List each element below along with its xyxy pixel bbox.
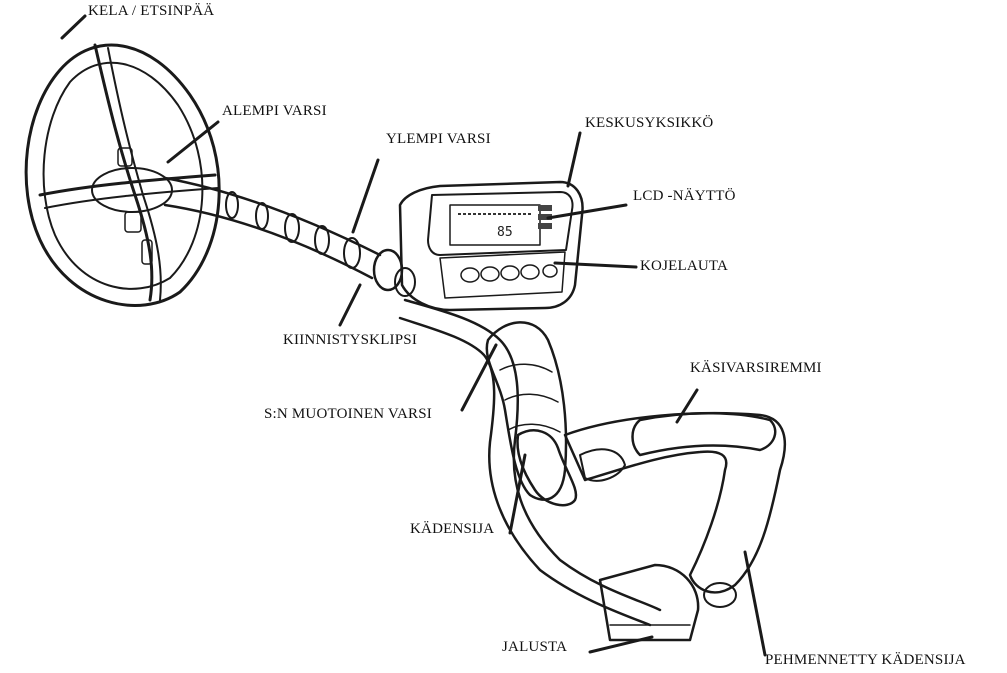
label-kasivarsiremmi: KÄSIVARSIREMMI (690, 360, 822, 377)
label-pehmennetty: PEHMENNETTY KÄDENSIJA (765, 652, 966, 669)
label-muotoinen-varsi: S:N MUOTOINEN VARSI (264, 406, 432, 423)
search-coil (26, 45, 219, 305)
label-ylempi-varsi: YLEMPI VARSI (386, 131, 491, 148)
lcd-readout: 85 (497, 225, 513, 240)
label-kojelauta: KOJELAUTA (640, 258, 728, 275)
label-lcd: LCD -NÄYTTÖ (633, 188, 736, 205)
control-box: 85 (400, 182, 583, 310)
label-alempi-varsi: ALEMPI VARSI (222, 103, 327, 120)
label-kela: KELA / ETSINPÄÄ (88, 3, 214, 20)
locking-clip (374, 250, 415, 296)
label-jalusta: JALUSTA (502, 639, 567, 656)
stand (600, 565, 698, 640)
s-shaped-shaft (400, 300, 660, 625)
label-kiinnistysklipsi: KIINNISTYSKLIPSI (283, 332, 417, 349)
arm-cuff (565, 413, 785, 607)
label-kadensija: KÄDENSIJA (410, 521, 494, 538)
grip (487, 322, 576, 505)
label-keskusyksikko: KESKUSYKSIKKÖ (585, 115, 713, 132)
